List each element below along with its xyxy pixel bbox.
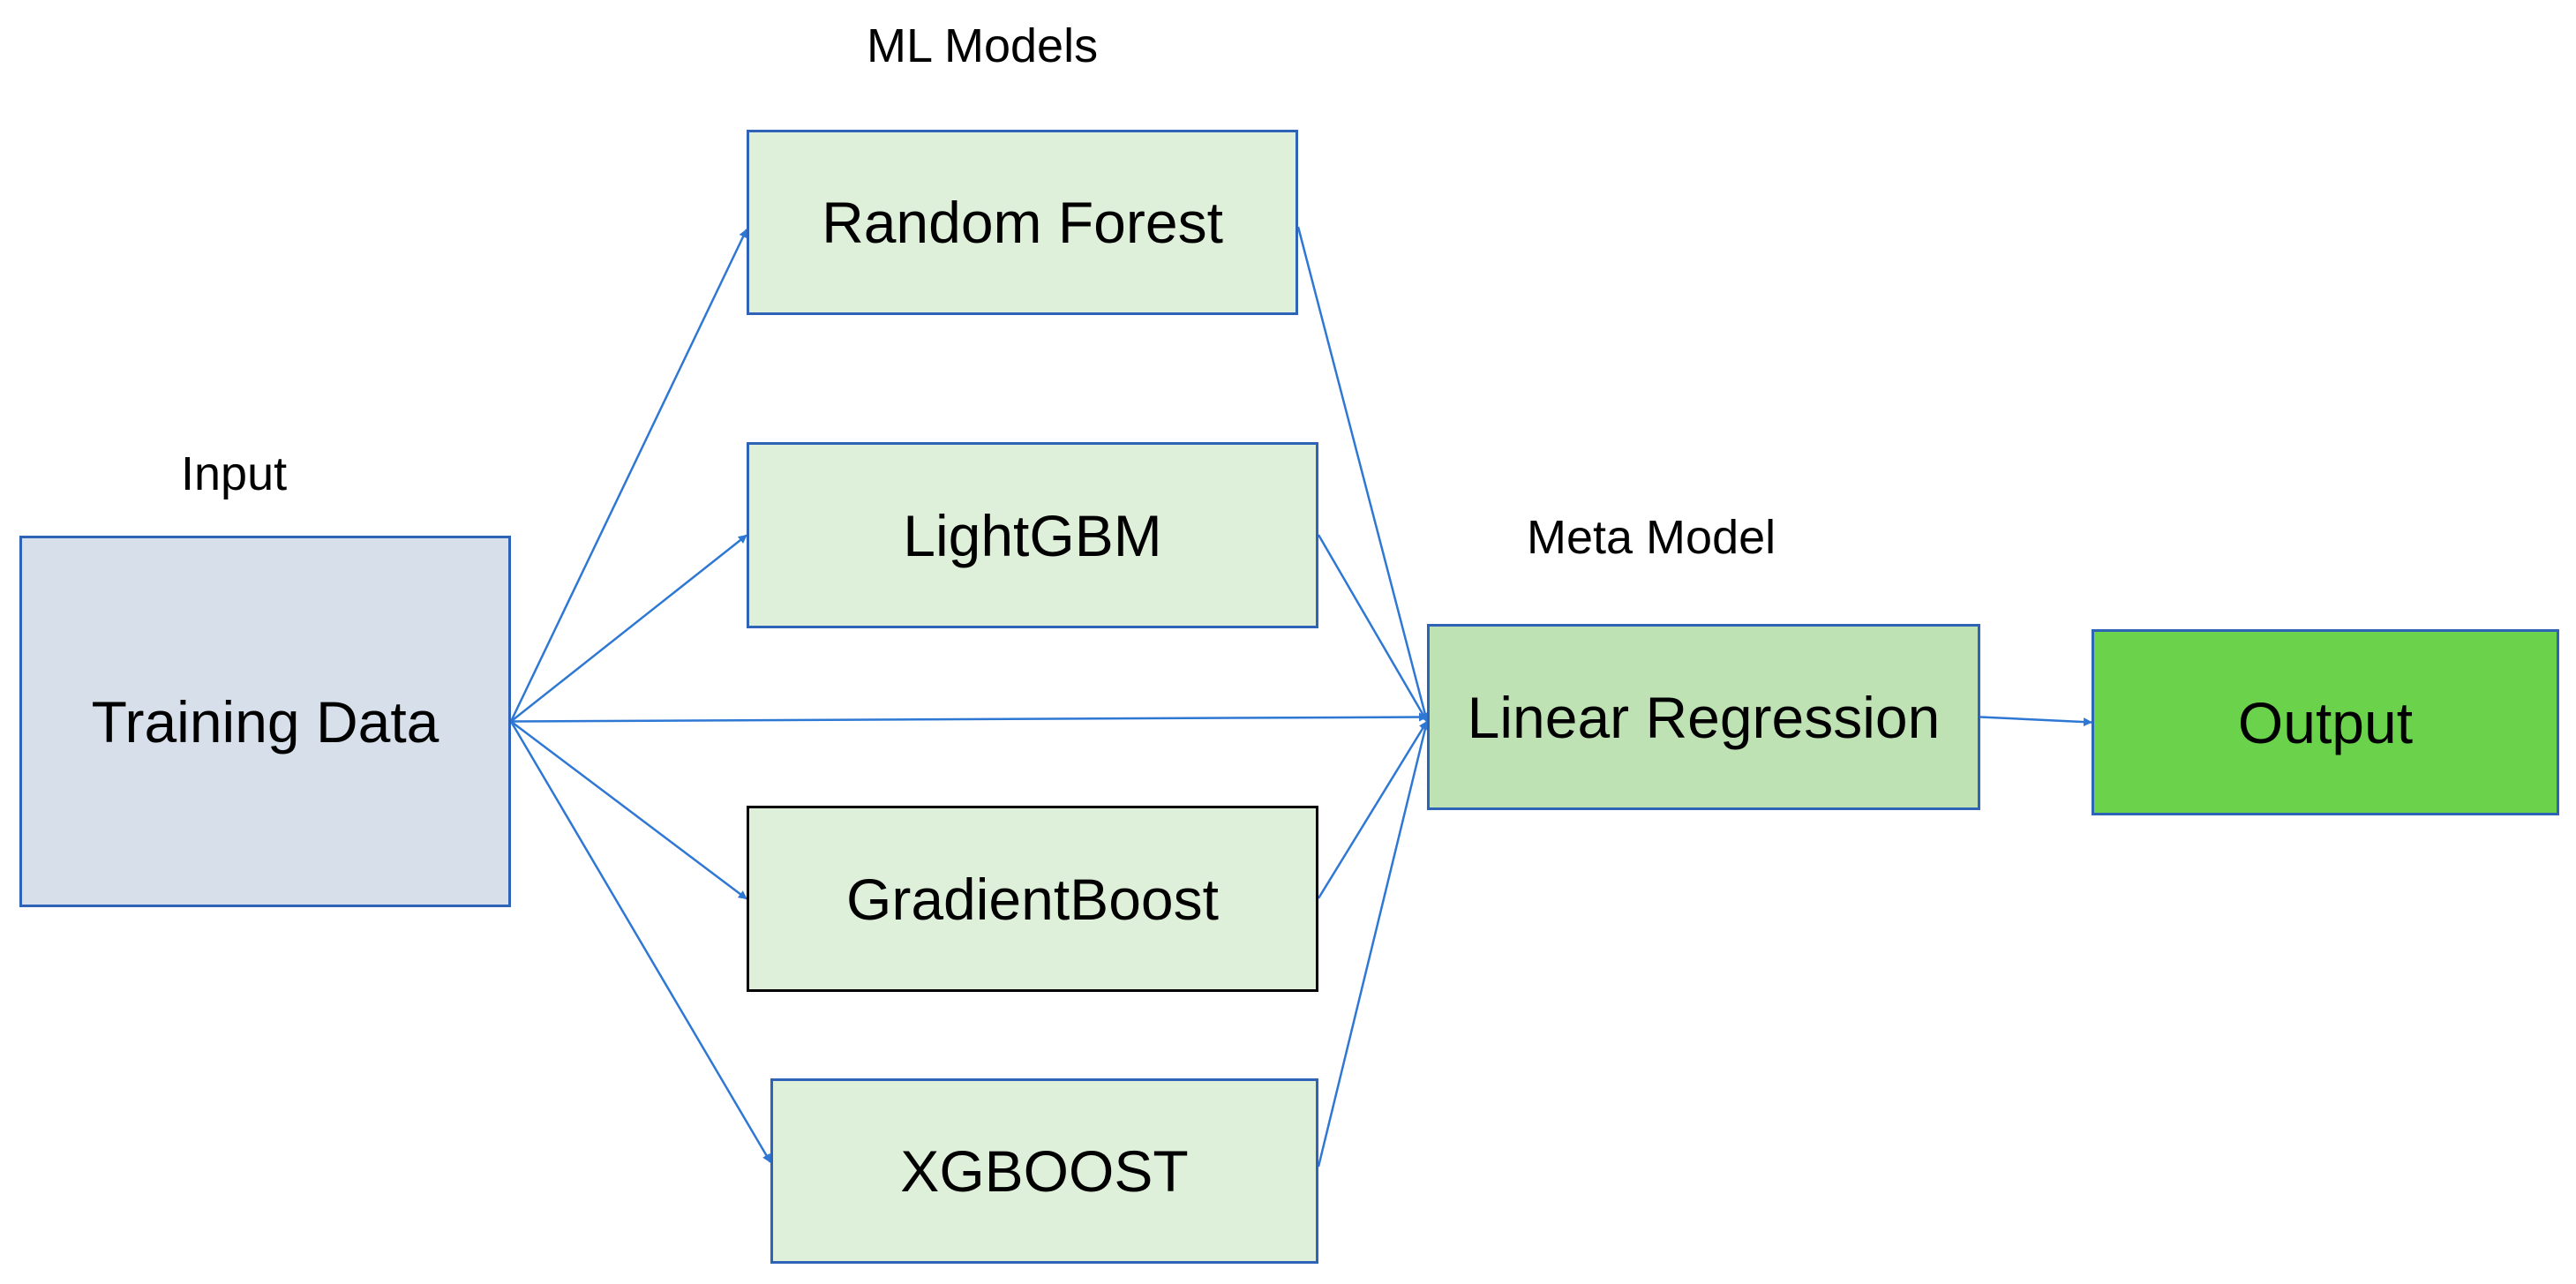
arrow-lightgbm-to-linear_regression xyxy=(1317,534,1429,723)
input-section-label: Input xyxy=(181,447,288,500)
arrow-training_data-to-linear_regression xyxy=(510,712,1428,723)
xgboost-node: XGBOOST xyxy=(770,1078,1318,1264)
edge-group xyxy=(509,226,2092,1168)
arrow-random_forest-to-linear_regression xyxy=(1296,226,1430,723)
output-node: Output xyxy=(2092,629,2559,815)
arrow-training_data-to-random_forest xyxy=(509,229,748,723)
linear-regression-node: Linear Regression xyxy=(1427,624,1980,810)
arrow-xgboost-to-linear_regression xyxy=(1317,720,1430,1168)
random-forest-node: Random Forest xyxy=(747,130,1298,315)
arrow-linear_regression-to-output xyxy=(1979,716,2092,727)
arrow-training_data-to-lightgbm xyxy=(510,534,747,723)
arrow-gradientboost-to-linear_regression xyxy=(1317,720,1429,899)
ml-models-section-label: ML Models xyxy=(867,19,1099,72)
arrow-training_data-to-gradientboost xyxy=(510,720,747,900)
training-data-node: Training Data xyxy=(19,536,511,907)
arrow-training_data-to-xgboost xyxy=(509,720,772,1163)
meta-model-section-label: Meta Model xyxy=(1527,511,1776,564)
lightgbm-node: LightGBM xyxy=(747,442,1318,628)
gradientboost-node: GradientBoost xyxy=(747,806,1318,992)
